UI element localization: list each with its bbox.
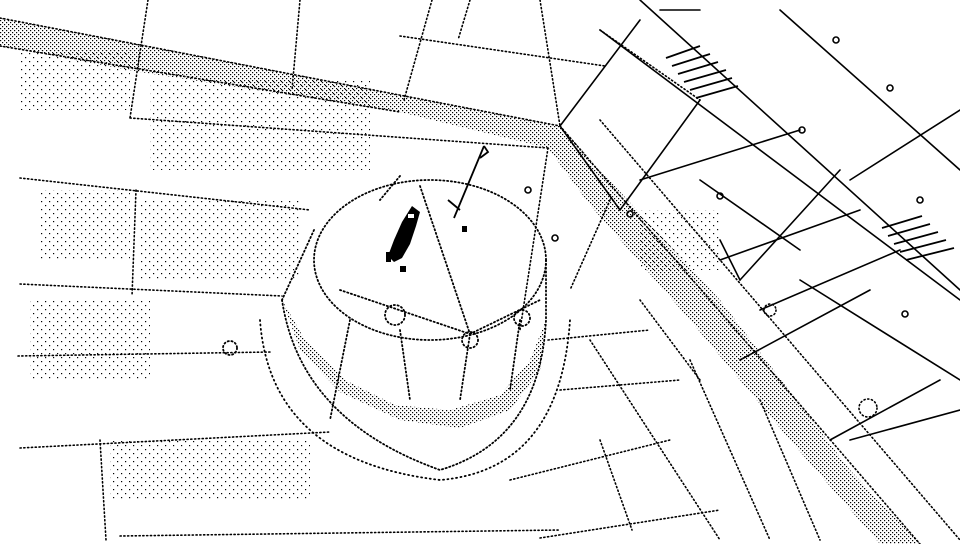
stair-hatch-lower [881,215,955,261]
tower-rim [313,179,547,341]
walkway-structure [559,0,960,544]
stair-hatch-upper [665,45,739,99]
tower-base-edge [281,299,547,471]
tower-left-edge [281,229,315,301]
floor-markers [524,36,924,418]
floor-grid [0,0,821,541]
diagonal-wall-shadow [548,126,920,544]
tower-outer-shadow [259,319,571,481]
floor-noise [20,50,720,500]
tower-base-shadow [282,300,546,428]
flag-icon [447,145,490,232]
round-tower[interactable] [222,175,571,481]
player-character [386,206,420,272]
